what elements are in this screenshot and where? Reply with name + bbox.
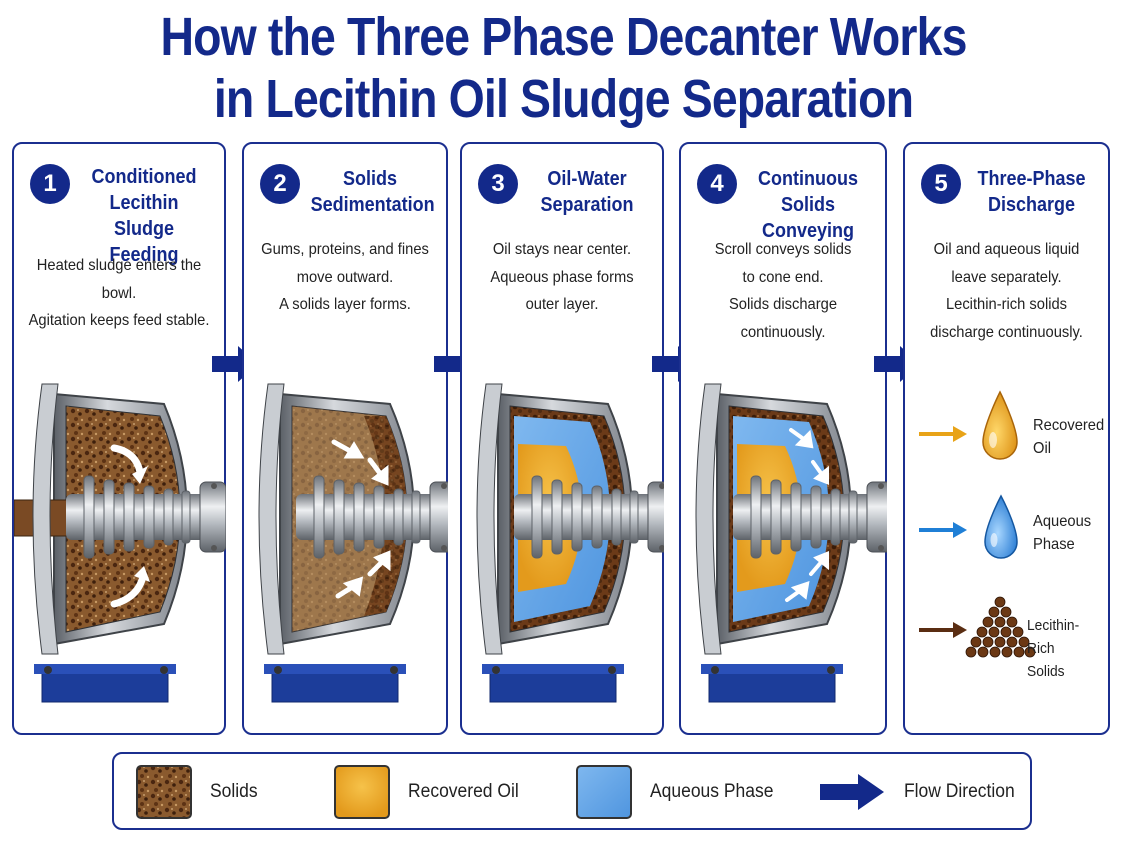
output-arrow-solids-icon <box>919 622 967 638</box>
decanter-illustration-conveying <box>695 383 887 703</box>
step-title-line: Oil-Water <box>547 168 627 190</box>
step-panel-4: 4 Continuous Solids Conveying Scroll con… <box>679 142 887 735</box>
output-label-oil: Recovered Oil <box>1033 414 1104 460</box>
step-number-badge: 1 <box>30 164 70 204</box>
step-description-line: Scroll conveys solids <box>714 241 852 258</box>
step-title: Solids Sedimentation <box>310 166 435 218</box>
step-title-line: Sedimentation <box>310 194 435 216</box>
step-description-line: Gums, proteins, and fines <box>261 241 429 258</box>
decanter-illustration-sedimentation <box>258 383 448 703</box>
legend-item-solids: Solids <box>136 764 262 820</box>
step-panel-3: 3 Oil-Water Separation Oil stays near ce… <box>460 142 664 735</box>
flow-direction-arrow-icon <box>820 774 884 810</box>
step-description-line: to cone end. <box>742 268 824 286</box>
step-description-line: discharge continuously. <box>930 323 1083 341</box>
step-title-line: Solids Conveying <box>761 194 855 242</box>
step-description: Scroll conveys solids to cone end. Solid… <box>695 236 872 346</box>
aqueous-swatch-icon <box>576 765 632 819</box>
step-title-line: Discharge <box>987 194 1076 216</box>
title-line-2: in Lecithin Oil Sludge Separation <box>213 69 914 129</box>
step-description-line: Oil and aqueous liquid <box>933 241 1080 258</box>
step-description-line: A solids layer forms. <box>279 296 411 313</box>
step-number-badge: 2 <box>260 164 300 204</box>
oil-drop-icon <box>982 390 1018 460</box>
step-description: Gums, proteins, and fines move outward. … <box>258 236 433 319</box>
step-panel-1: 1 Conditioned Lecithin Sludge Feeding He… <box>12 142 226 735</box>
step-description: Heated sludge enters the bowl. Agitation… <box>28 252 210 335</box>
step-description-line: Oil stays near center. <box>492 241 632 258</box>
step-description-line: Agitation keeps feed stable. <box>28 312 210 329</box>
solids-swatch-icon <box>136 765 192 819</box>
page-title: How the Three Phase Decanter Works in Le… <box>79 6 1048 130</box>
legend-label: Recovered Oil <box>408 781 519 802</box>
decanter-illustration-feeding <box>14 383 226 703</box>
step-description-line: outer layer. <box>525 296 599 313</box>
legend-label: Aqueous Phase <box>650 781 774 802</box>
step-title-line: Conditioned <box>91 166 197 188</box>
step-title-line: Feeding <box>109 244 179 266</box>
solids-pile-icon <box>965 596 1036 658</box>
step-title-line: Continuous <box>758 168 858 190</box>
step-description-line: continuously. <box>740 323 826 341</box>
decanter-illustration-oil-water <box>476 383 664 703</box>
step-description-line: Solids discharge <box>728 296 838 313</box>
legend-label: Solids <box>210 781 258 802</box>
step-number-badge: 4 <box>697 164 737 204</box>
step-title-line: Solids <box>342 168 397 190</box>
output-arrow-aqueous-icon <box>919 522 967 538</box>
step-number-badge: 5 <box>921 164 961 204</box>
output-label-line: Solids <box>1027 663 1065 680</box>
output-arrow-oil-icon <box>919 426 967 442</box>
step-description: Oil stays near center. Aqueous phase for… <box>476 236 649 319</box>
step-title-line: Separation <box>540 194 634 216</box>
step-description-line: move outward. <box>296 268 394 286</box>
step-panel-5: 5 Three-Phase Discharge Oil and aqueous … <box>903 142 1110 735</box>
step-panel-2: 2 Solids Sedimentation Gums, proteins, a… <box>242 142 448 735</box>
legend: Solids Recovered Oil Aqueous Phase Flow … <box>112 752 1032 830</box>
title-line-1: How the Three Phase Decanter Works <box>160 7 967 67</box>
step-description-line: Lecithin-rich solids <box>945 296 1068 313</box>
step-description-line: Aqueous phase forms <box>490 268 634 286</box>
step-title: Oil-Water Separation <box>529 166 646 218</box>
oil-swatch-icon <box>334 765 390 819</box>
output-label-line: Recovered <box>1033 417 1105 434</box>
output-label-solids: Lecithin-Rich Solids <box>1027 614 1102 683</box>
legend-item-oil: Recovered Oil <box>334 764 528 820</box>
step-description-line: Heated sludge enters the bowl. <box>36 257 202 302</box>
step-title: Conditioned Lecithin Sludge Feeding <box>81 164 207 268</box>
step-description-line: leave separately. <box>951 268 1062 286</box>
output-label-line: Oil <box>1033 440 1051 457</box>
output-label-line: Aqueous <box>1033 513 1092 530</box>
output-label-aqueous: Aqueous Phase <box>1033 510 1091 556</box>
step-title: Continuous Solids Conveying <box>748 166 869 244</box>
step-number-badge: 3 <box>478 164 518 204</box>
output-label-line: Lecithin-Rich <box>1027 617 1080 657</box>
step-title-line: Three-Phase <box>977 168 1086 190</box>
legend-item-aqueous: Aqueous Phase <box>576 764 784 820</box>
step-title: Three-Phase Discharge <box>972 166 1092 218</box>
water-drop-icon <box>984 494 1018 559</box>
legend-label: Flow Direction <box>904 781 1015 802</box>
legend-item-flow: Flow Direction <box>820 764 1024 820</box>
output-label-line: Phase <box>1033 536 1075 553</box>
step-title-line: Lecithin Sludge <box>109 192 179 240</box>
step-description: Oil and aqueous liquid leave separately.… <box>919 236 1095 346</box>
